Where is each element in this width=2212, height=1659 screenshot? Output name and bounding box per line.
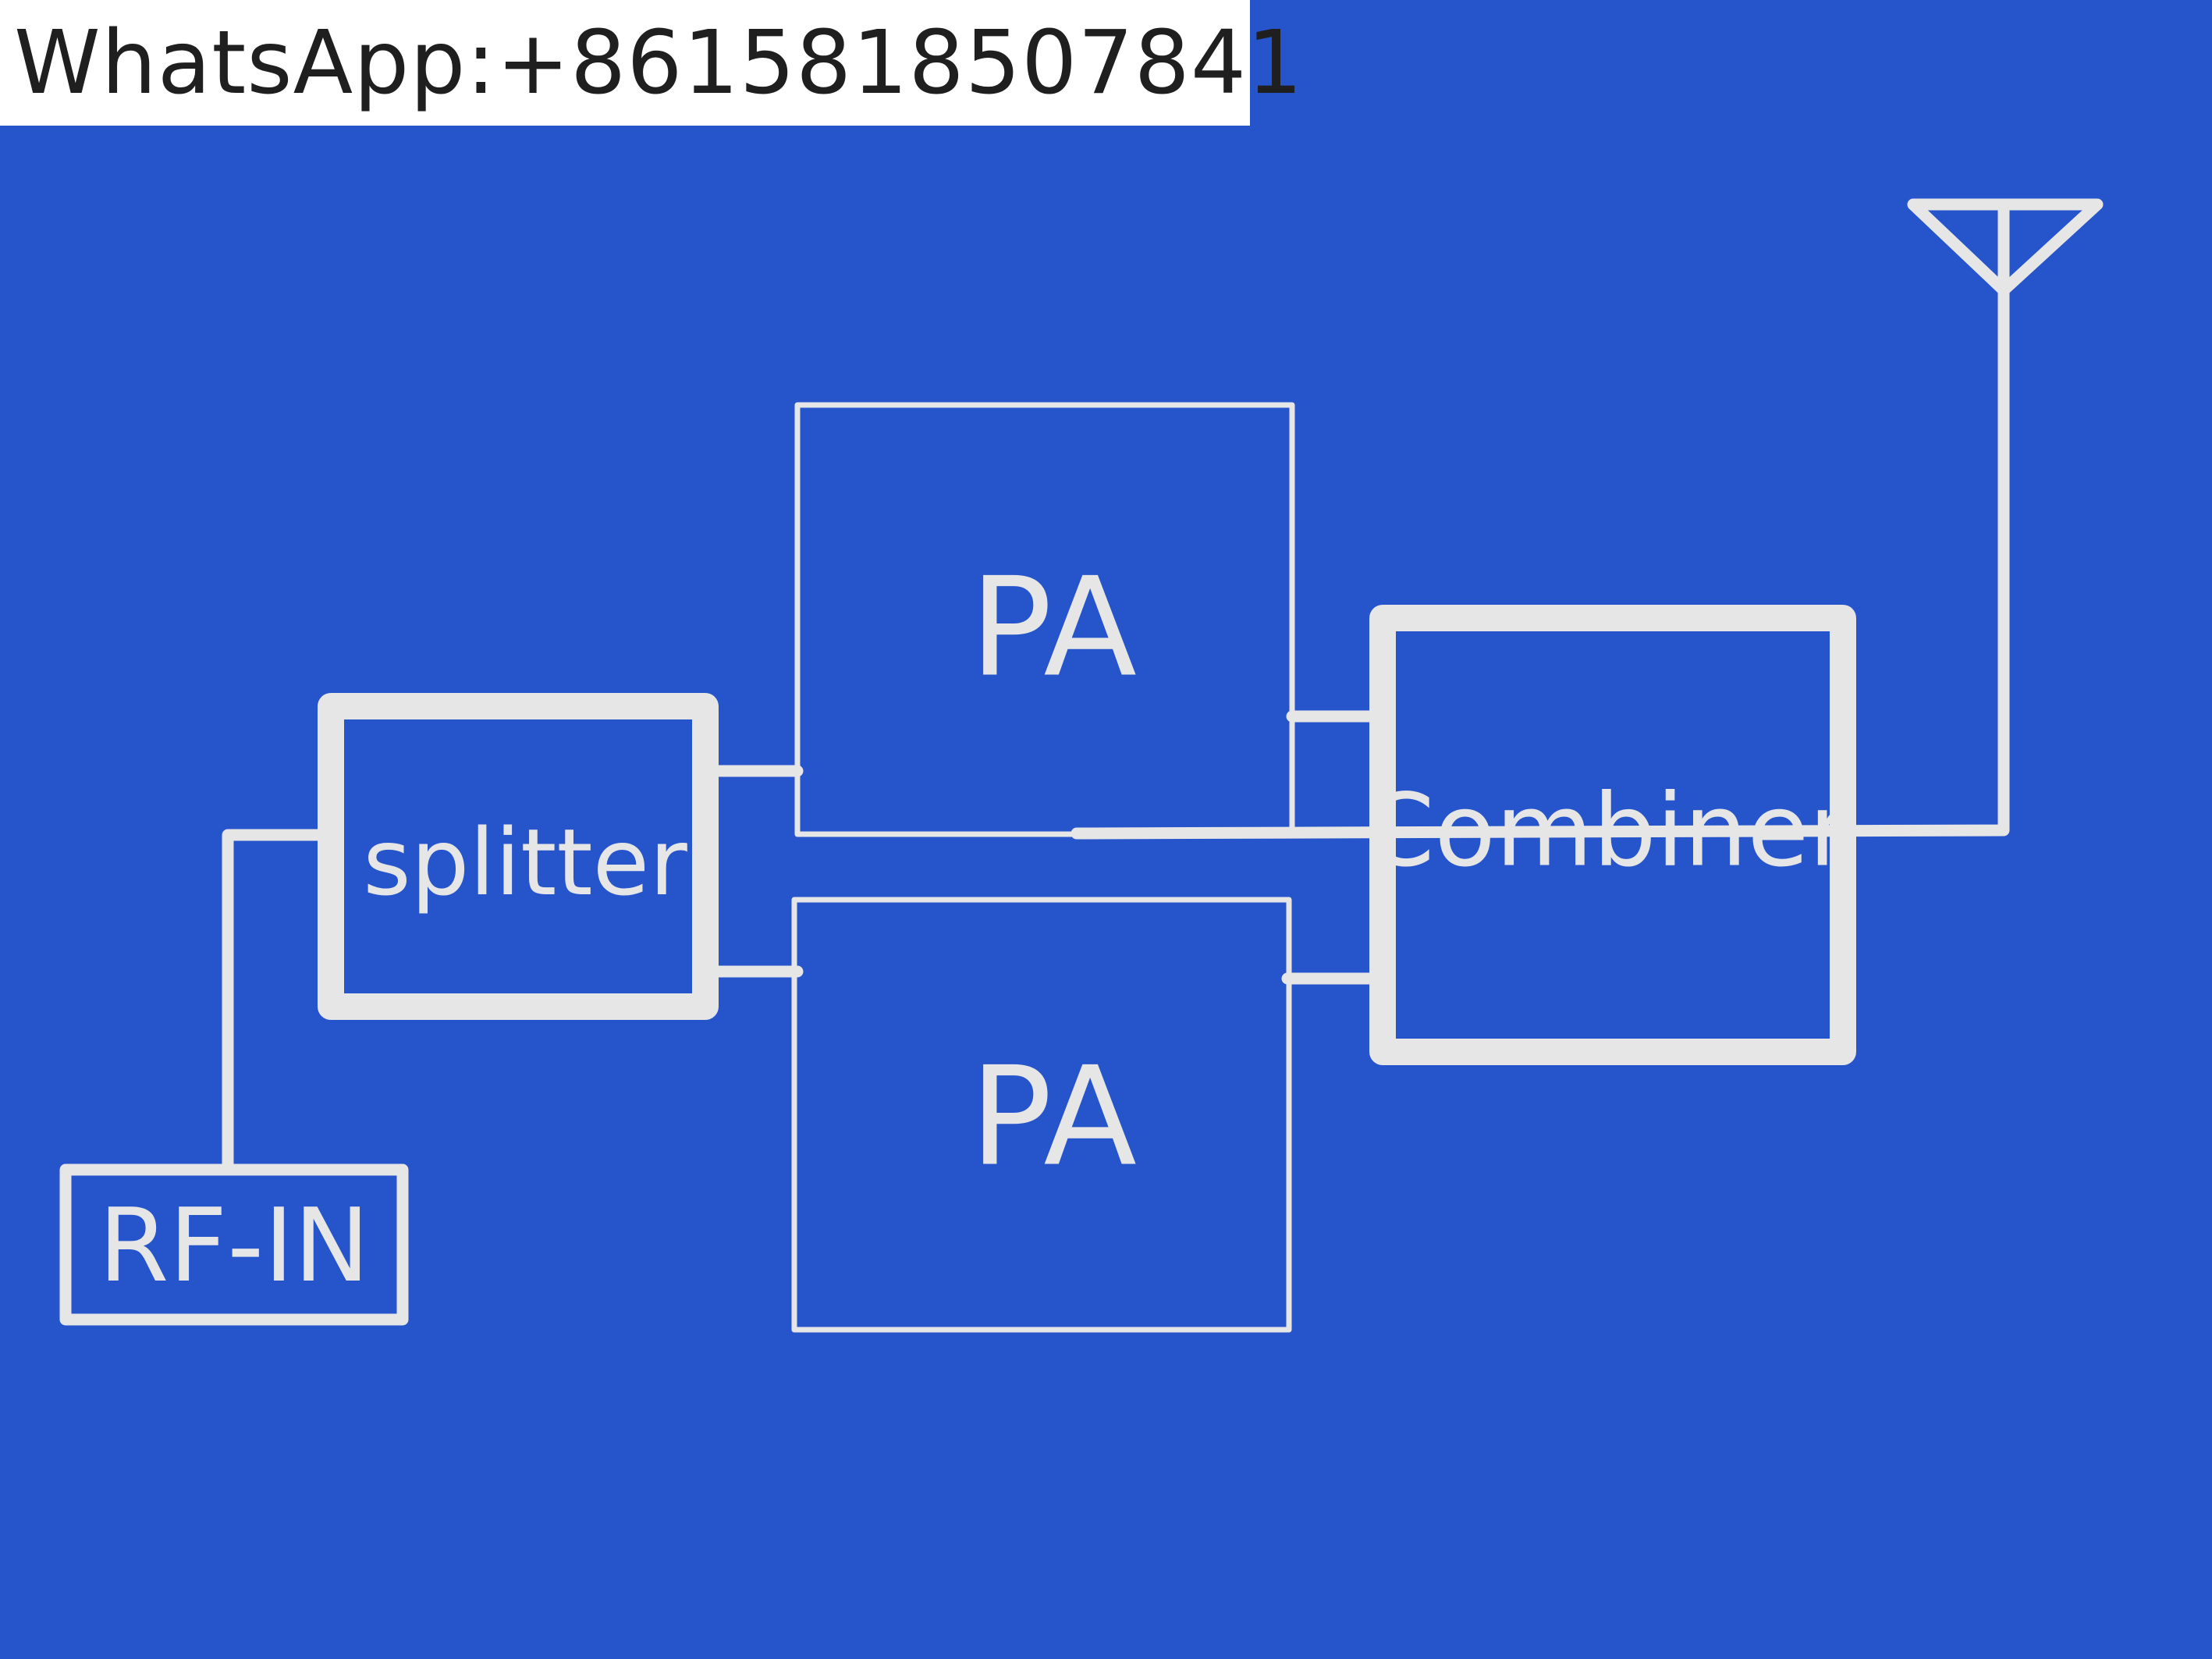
wire-rfin-to-splitter — [222, 829, 334, 1171]
combiner-block — [1369, 605, 1856, 1065]
pa-top-block — [794, 402, 1295, 837]
rf-in-label: RF-IN — [98, 1186, 370, 1305]
pa-bottom-label: PA — [970, 1039, 1137, 1197]
combiner-label: Combiner — [1365, 773, 1850, 890]
pa-bottom-block — [791, 897, 1292, 1333]
splitter-block — [318, 693, 719, 1020]
rf-in-block — [59, 1163, 409, 1326]
pa-top-label: PA — [970, 549, 1137, 708]
contact-banner: WhatsApp:+8615818507841 — [0, 0, 1302, 126]
contact-banner-text: WhatsApp:+8615818507841 — [14, 12, 1304, 114]
antenna-icon — [1907, 198, 2104, 297]
splitter-label: splitter — [363, 808, 687, 916]
